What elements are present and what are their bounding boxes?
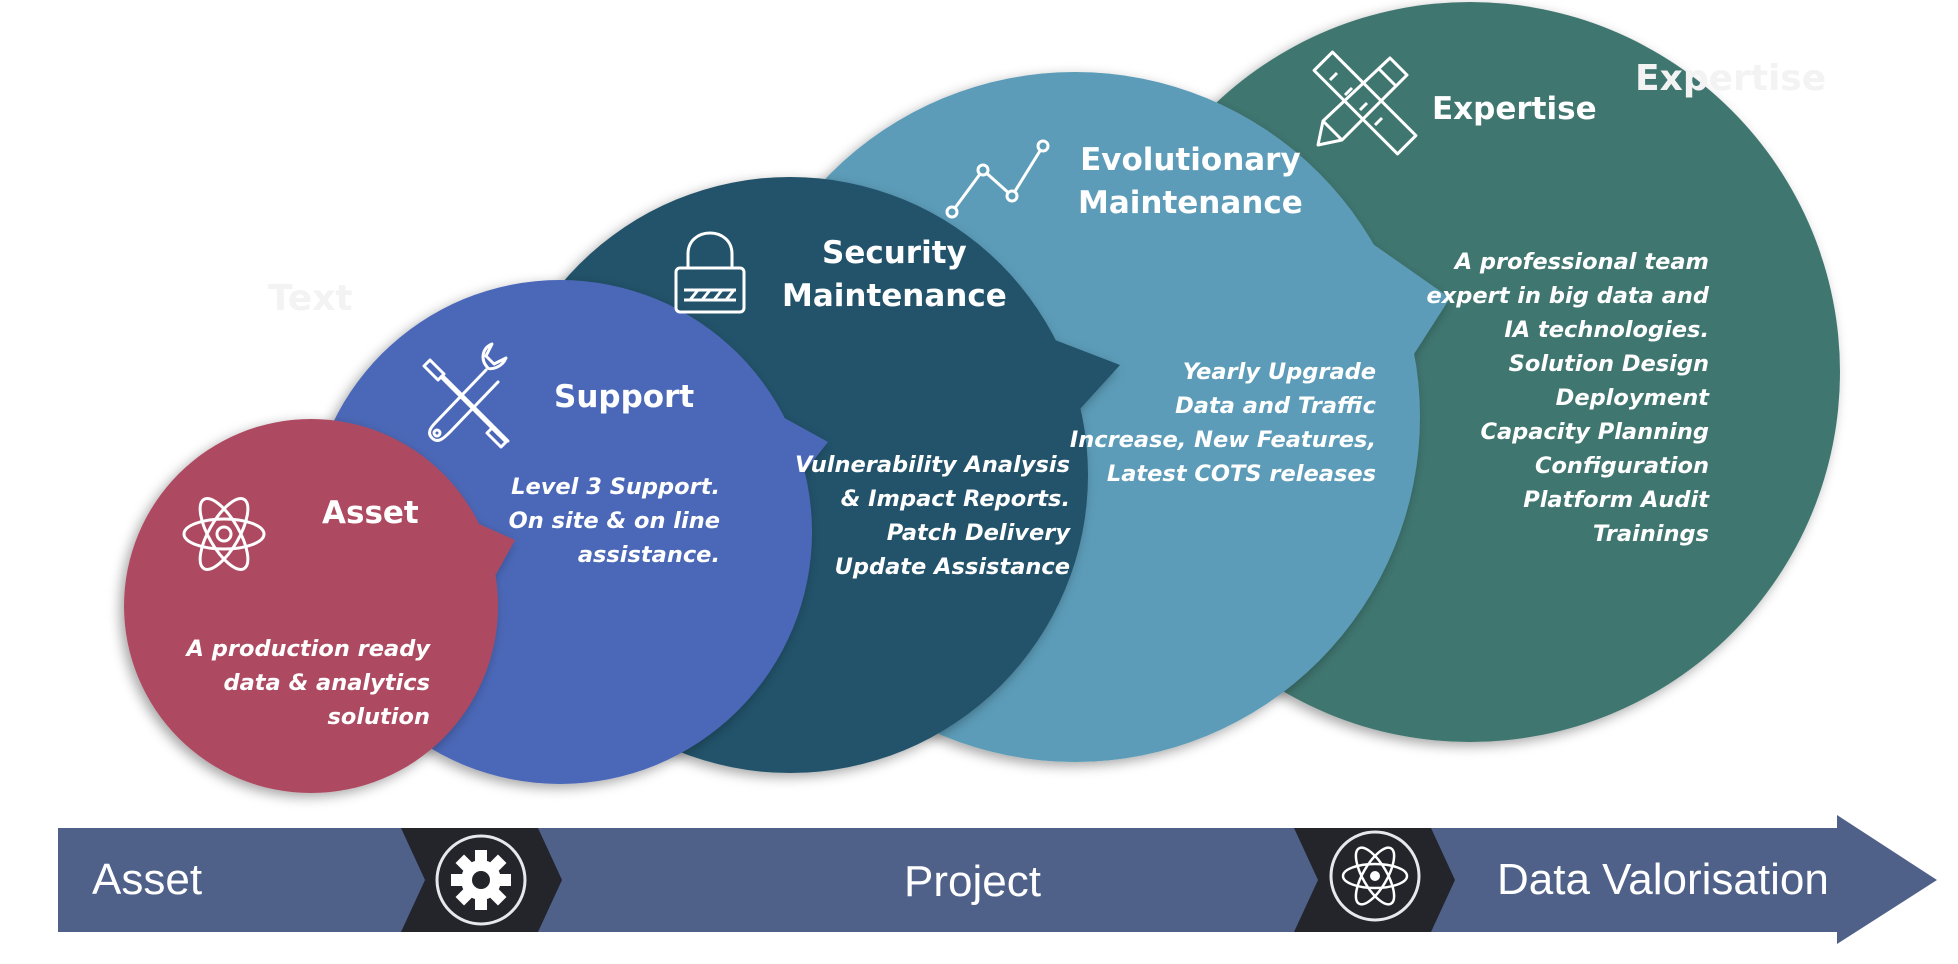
security-title-line: Security [822, 235, 967, 271]
description-line: data & analytics [223, 670, 430, 696]
support-description: Level 3 Support. On site & on line assis… [509, 470, 720, 572]
expertise-title: Expertise [1432, 91, 1597, 127]
description-line: Yearly Upgrade [1182, 359, 1376, 385]
description-line: Vulnerability Analysis [794, 452, 1070, 478]
description-line: Increase, New Features, [1069, 427, 1376, 453]
description-line: & Impact Reports. [840, 486, 1070, 512]
expertise-description: A professional team expert in big data a… [1426, 245, 1709, 551]
evolutionary-title-line: Maintenance [1078, 185, 1303, 221]
evolutionary-description: Yearly Upgrade Data and Traffic Increase… [1070, 355, 1376, 491]
timeline-valorisation-label: Data Valorisation [1497, 855, 1829, 904]
padlock-icon [674, 231, 746, 314]
asset-title: Asset [322, 495, 419, 531]
description-line: Latest COTS releases [1106, 461, 1376, 487]
timeline-bar [58, 815, 1937, 944]
line-chart-icon [945, 139, 1050, 219]
description-line: A production ready [186, 636, 430, 662]
description-line: Platform Audit [1523, 487, 1709, 513]
support-title: Support [554, 379, 695, 415]
description-line: A professional team [1454, 249, 1709, 275]
timeline-asset-label: Asset [92, 855, 203, 904]
description-line: Capacity Planning [1480, 419, 1709, 445]
description-line: Configuration [1534, 453, 1709, 479]
wrench-screwdriver-icon [422, 342, 510, 449]
security-description: Vulnerability Analysis & Impact Reports.… [795, 448, 1070, 584]
description-line: Update Assistance [834, 554, 1070, 580]
timeline-project-label: Project [904, 857, 1041, 906]
description-line: On site & on line [508, 508, 720, 534]
atom-icon [1329, 830, 1421, 922]
description-line: Patch Delivery [886, 520, 1070, 546]
description-line: IA technologies. [1504, 317, 1709, 343]
security-title-line: Maintenance [782, 278, 1007, 314]
evolutionary-title-line: Evolutionary [1080, 142, 1301, 178]
ghost-text-label: Text [268, 278, 353, 319]
evolutionary-title: Evolutionary Maintenance [1078, 139, 1303, 225]
description-line: Trainings [1592, 521, 1709, 547]
security-title: Security Maintenance [782, 232, 1007, 318]
description-line: assistance. [577, 542, 720, 568]
description-line: solution [327, 704, 430, 730]
description-line: Data and Traffic [1175, 393, 1376, 419]
description-line: Deployment [1555, 385, 1709, 411]
ghost-expertise-label: Expertise [1635, 58, 1827, 99]
asset-description: A production ready data & analytics solu… [187, 632, 430, 734]
description-line: expert in big data and [1426, 283, 1709, 309]
atom-icon [182, 497, 266, 571]
description-line: Solution Design [1508, 351, 1709, 377]
pencil-ruler-icon [1312, 50, 1418, 156]
asset-bubble [124, 419, 515, 793]
description-line: Level 3 Support. [511, 474, 720, 500]
